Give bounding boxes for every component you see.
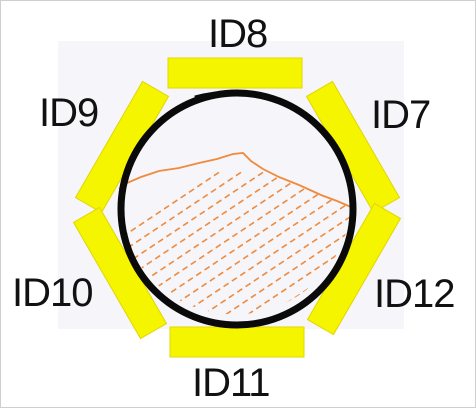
sensor-label-id8: ID8 (208, 12, 268, 56)
hatch-line (118, 170, 351, 315)
hatch-line (118, 170, 332, 315)
sensor-label-id12: ID12 (374, 272, 455, 316)
sensor-label-id10: ID10 (12, 271, 93, 315)
hatch-line (118, 170, 266, 315)
sensor-label-id7: ID7 (371, 93, 431, 137)
hatch-line (118, 170, 288, 315)
sensor-label-id9: ID9 (39, 91, 99, 135)
hatch-line (465, 171, 476, 331)
hatch-line (118, 170, 222, 315)
hatch-line (118, 170, 310, 315)
hatch-line (178, 170, 351, 315)
sensor-pad-id11 (169, 326, 305, 358)
sensor-pad-id8 (167, 57, 303, 89)
fill-surface-outline (118, 152, 352, 208)
top-arc-marker (194, 90, 278, 104)
hatch-line (156, 170, 351, 315)
hatch-line (200, 170, 351, 315)
sensor-label-id11: ID11 (192, 361, 271, 405)
